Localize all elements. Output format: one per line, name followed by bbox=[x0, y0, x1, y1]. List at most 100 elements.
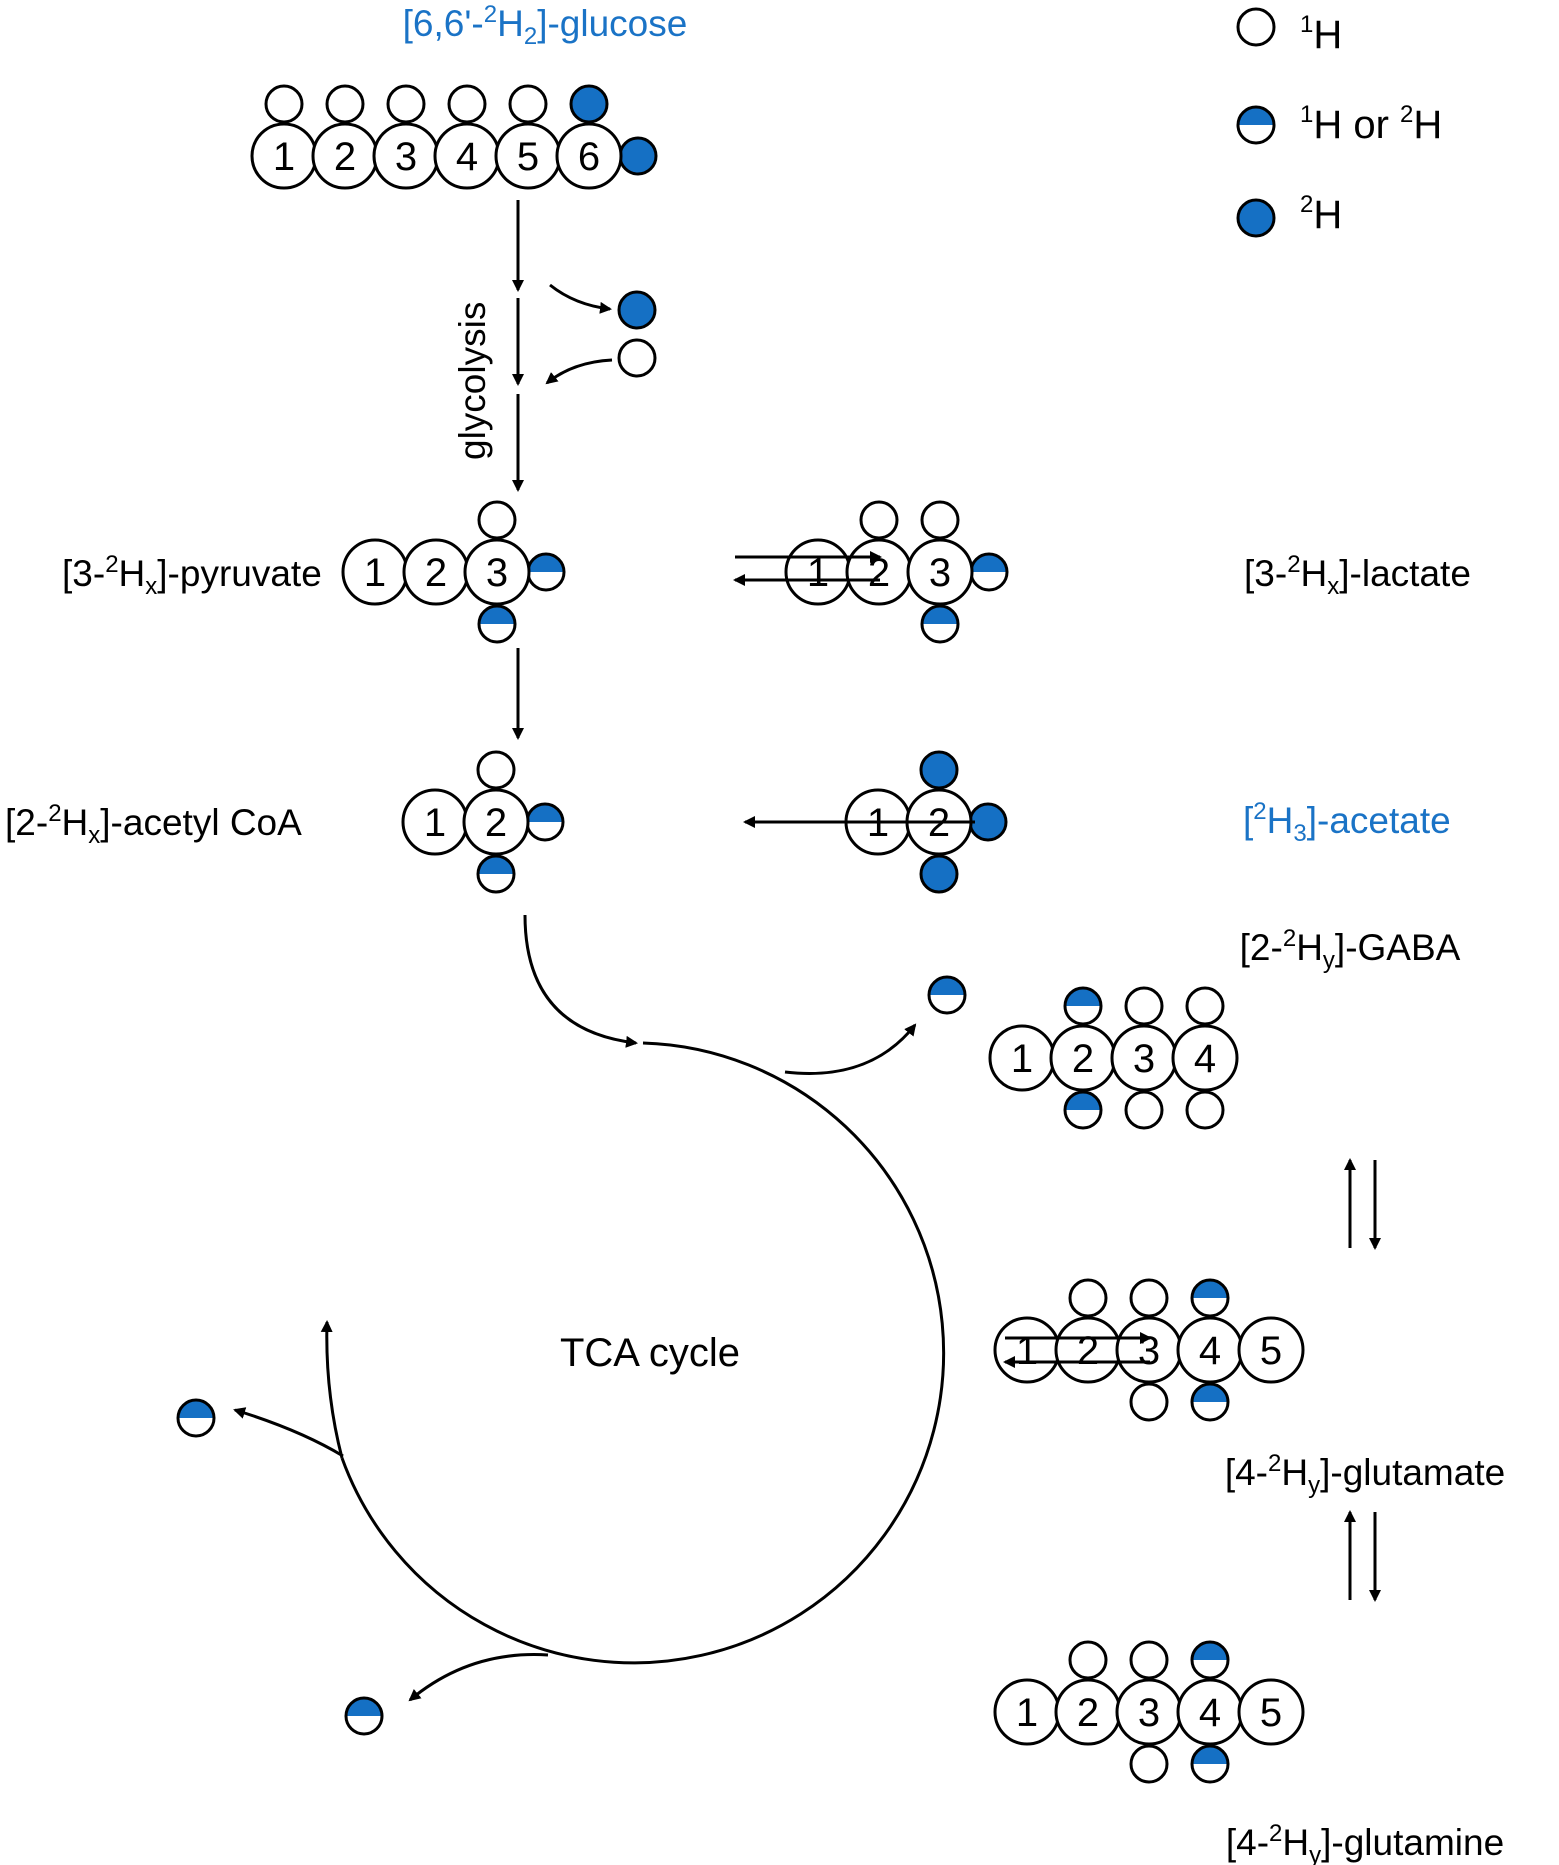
tca-release-arrow-1 bbox=[784, 1023, 917, 1075]
lactate-carbon-label-1: 1 bbox=[807, 551, 829, 595]
glutamine-hydrogen-bottom-3 bbox=[1129, 1744, 1169, 1784]
glycolysis-label: glycolysis bbox=[452, 302, 493, 460]
glucose-carbon-label-1: 1 bbox=[273, 135, 295, 179]
legend-h1-label: 1H bbox=[1300, 11, 1342, 57]
glucose-hydrogen-side bbox=[618, 136, 658, 176]
tca-released-hydrogen-1 bbox=[927, 975, 967, 1015]
lactate-hydrogen-top-3 bbox=[920, 500, 960, 540]
legend-mixed-icon bbox=[1236, 105, 1276, 145]
glutamine-hydrogen-top-3 bbox=[1129, 1640, 1169, 1680]
glutamine-label: [4-2Hy]-glutamine bbox=[1226, 1820, 1504, 1865]
gaba-carbon-label-1: 1 bbox=[1011, 1037, 1033, 1081]
glutamine-carbon-label-4: 4 bbox=[1199, 1691, 1221, 1735]
pyruvate-carbon-3 bbox=[463, 538, 531, 606]
gaba-hydrogen-bottom-2 bbox=[1063, 1090, 1103, 1130]
deuterium-release-arrow bbox=[549, 283, 612, 314]
acetylcoa-carbon-2 bbox=[462, 788, 530, 856]
glucose-carbon-label-6: 6 bbox=[578, 135, 600, 179]
pyruvate-hydrogen-bottom-3 bbox=[477, 604, 517, 644]
reaction-arrows bbox=[233, 200, 1381, 1702]
tca-cycle-return-arrow bbox=[320, 1320, 344, 1459]
pyruvate-hydrogen-side bbox=[526, 552, 566, 592]
acetylcoa-label: [2-2Hx]-acetyl CoA bbox=[5, 800, 302, 849]
acetylcoa-hydrogen-top-2 bbox=[476, 750, 516, 790]
tca-cycle-label: TCA cycle bbox=[560, 1331, 740, 1375]
acetylcoa-hydrogen-bottom-2 bbox=[476, 854, 516, 894]
glucose-hydrogen-top-1 bbox=[264, 84, 304, 124]
glutamine-carbon-5 bbox=[1237, 1678, 1305, 1746]
glutamate-carbon-label-4: 4 bbox=[1199, 1329, 1221, 1373]
glutamine-hydrogen-top-2 bbox=[1068, 1640, 1108, 1680]
glutamate-hydrogen-bottom-3 bbox=[1129, 1382, 1169, 1422]
glutamine-hydrogen-top-4 bbox=[1190, 1640, 1230, 1680]
gaba-hydrogen-top-2 bbox=[1063, 986, 1103, 1026]
glucose-hydrogen-top-5 bbox=[508, 84, 548, 124]
gaba-hydrogen-top-4 bbox=[1185, 986, 1225, 1026]
gaba-carbon-label-2: 2 bbox=[1072, 1037, 1094, 1081]
gaba-hydrogen-top-3 bbox=[1124, 986, 1164, 1026]
tca-cycle-ring bbox=[340, 1041, 946, 1665]
tca-release-arrow-2 bbox=[233, 1407, 344, 1458]
lactate-label: [3-2Hx]-lactate bbox=[1244, 551, 1471, 600]
acetate-hydrogen-top-2 bbox=[919, 750, 959, 790]
acetate-hydrogen-bottom-2 bbox=[919, 854, 959, 894]
glutamate-label: [4-2Hy]-glutamate bbox=[1225, 1450, 1505, 1499]
glutamate-carbon-label-2: 2 bbox=[1077, 1329, 1099, 1373]
glutamine-carbon-label-2: 2 bbox=[1077, 1691, 1099, 1735]
glutamate-carbon-label-5: 5 bbox=[1260, 1329, 1282, 1373]
glutamate-carbon-label-3: 3 bbox=[1138, 1329, 1160, 1373]
gaba-hydrogen-bottom-4 bbox=[1185, 1090, 1225, 1130]
glutamate-hydrogen-top-4 bbox=[1190, 1278, 1230, 1318]
gaba-hydrogen-bottom-3 bbox=[1124, 1090, 1164, 1130]
glutamate-carbon-label-1: 1 bbox=[1016, 1329, 1038, 1373]
lactate-carbon-label-3: 3 bbox=[929, 551, 951, 595]
glucose-carbon-6 bbox=[555, 122, 623, 190]
pyruvate-carbon-label-2: 2 bbox=[425, 551, 447, 595]
legend-h2-label: 2H bbox=[1300, 191, 1342, 237]
glucose-carbon-label-5: 5 bbox=[517, 135, 539, 179]
glucose-hydrogen-top-6 bbox=[569, 84, 609, 124]
glutamate-carbon-5 bbox=[1237, 1316, 1305, 1384]
acetate-hydrogen-side bbox=[968, 802, 1008, 842]
glutamine-carbon-label-1: 1 bbox=[1016, 1691, 1038, 1735]
glutamate-hydrogen-bottom-4 bbox=[1190, 1382, 1230, 1422]
legend: 1H 1H or 2H 2H bbox=[1300, 11, 1442, 237]
glycolysis-released-deuterium bbox=[617, 290, 657, 330]
glutamate-hydrogen-top-2 bbox=[1068, 1278, 1108, 1318]
glutamine-carbon-label-3: 3 bbox=[1138, 1691, 1160, 1735]
glutamine-carbon-label-5: 5 bbox=[1260, 1691, 1282, 1735]
glucose-hydrogen-top-2 bbox=[325, 84, 365, 124]
pyruvate-label: [3-2Hx]-pyruvate bbox=[62, 551, 322, 600]
tca-released-hydrogen-2 bbox=[176, 1398, 216, 1438]
lactate-hydrogen-top-2 bbox=[859, 500, 899, 540]
gaba-carbon-label-3: 3 bbox=[1133, 1037, 1155, 1081]
gaba-carbon-4 bbox=[1171, 1024, 1239, 1092]
glycolysis-incoming-proton bbox=[617, 338, 657, 378]
lactate-carbon-3 bbox=[906, 538, 974, 606]
tca-release-arrow-3 bbox=[408, 1653, 549, 1702]
glucose-hydrogen-top-3 bbox=[386, 84, 426, 124]
proton-uptake-arrow bbox=[545, 358, 613, 385]
legend-mixed-label: 1H or 2H bbox=[1300, 101, 1442, 147]
glucose-carbon-label-3: 3 bbox=[395, 135, 417, 179]
glucose-carbon-label-4: 4 bbox=[456, 135, 478, 179]
acetylcoa-carbon-label-1: 1 bbox=[424, 801, 446, 845]
legend-h2-icon bbox=[1236, 198, 1276, 238]
glucose-hydrogen-top-4 bbox=[447, 84, 487, 124]
legend-h1-icon bbox=[1236, 7, 1276, 47]
lactate-hydrogen-side bbox=[969, 552, 1009, 592]
glucose-carbon-label-2: 2 bbox=[334, 135, 356, 179]
tca-released-hydrogen-3 bbox=[344, 1696, 384, 1736]
glutamate-hydrogen-top-3 bbox=[1129, 1278, 1169, 1318]
pyruvate-carbon-label-1: 1 bbox=[364, 551, 386, 595]
acetylcoa-entry-arrow bbox=[523, 914, 638, 1048]
glucose-label: [6,6'-2H2]-glucose bbox=[403, 1, 688, 50]
acetylcoa-carbon-label-2: 2 bbox=[485, 801, 507, 845]
acetylcoa-hydrogen-side bbox=[525, 802, 565, 842]
pyruvate-carbon-label-3: 3 bbox=[486, 551, 508, 595]
glutamine-hydrogen-bottom-4 bbox=[1190, 1744, 1230, 1784]
gaba-carbon-label-4: 4 bbox=[1194, 1037, 1216, 1081]
acetate-label: [2H3]-acetate bbox=[1243, 798, 1451, 847]
